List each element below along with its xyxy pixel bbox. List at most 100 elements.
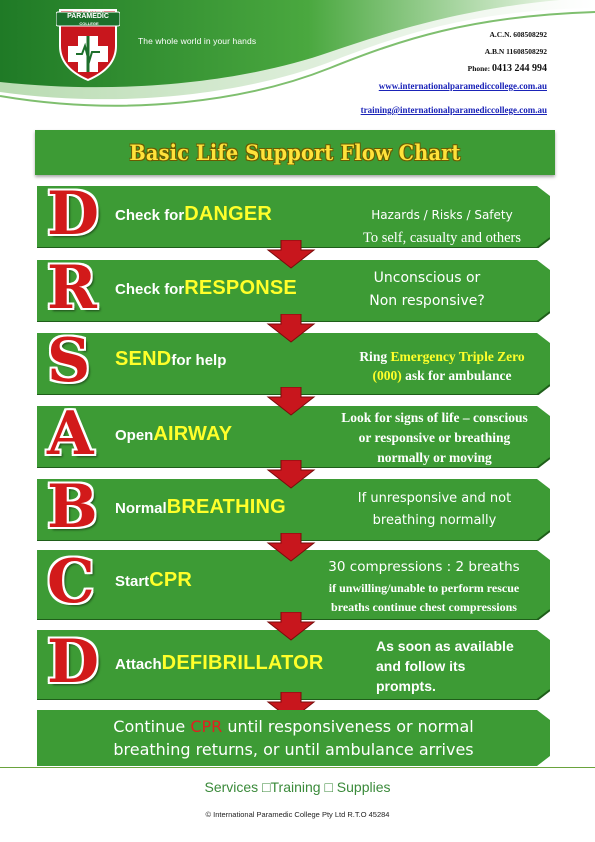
description-keyword: Emergency Triple Zero [390, 349, 525, 364]
step-band [37, 260, 550, 322]
description-line: (000) ask for ambulance [337, 366, 547, 385]
step-label-keyword: CPR [149, 569, 193, 591]
description-line: Unconscious or [373, 270, 481, 286]
step-letter: B [47, 472, 98, 542]
logo-text-top: INTERNATIONAL [72, 8, 106, 13]
description-line: To self, casualty and others [362, 230, 522, 246]
step-letter: A [47, 399, 94, 469]
step-description: Ring Emergency Triple Zero (000) ask for… [337, 347, 547, 385]
step-band [37, 406, 550, 468]
down-arrow-icon [266, 387, 316, 416]
step-band [37, 333, 550, 395]
step-label-keyword: BREATHING [166, 496, 286, 518]
banner-band [37, 710, 550, 766]
step-band [37, 630, 550, 700]
down-arrow-icon [266, 240, 316, 269]
copyright-line: © International Paramedic College Pty Lt… [205, 810, 390, 819]
phone-number: 0413 244 994 [492, 63, 547, 74]
step-description: Look for signs of life – conscious or re… [322, 408, 547, 468]
continue-cpr-banner: Continue CPR until responsiveness or nor… [37, 710, 550, 766]
description-line: If unresponsive and not [357, 491, 512, 506]
step-description: If unresponsive and not breathing normal… [337, 488, 532, 532]
acn-number: A.C.N. 608508292 [489, 30, 548, 39]
website-link[interactable]: www.internationalparamedic​college.com.a… [378, 81, 547, 91]
banner-line-2: breathing returns, or until ambulance ar… [113, 740, 474, 759]
step-band [37, 186, 550, 248]
description-line: Look for signs of life – conscious [341, 410, 528, 425]
step-label: Check for DANGER [115, 203, 272, 226]
step-label: Start CPR [115, 569, 192, 592]
step-send: S SEND for help Ring Emergency Triple Ze… [37, 326, 550, 396]
step-letter: D [47, 179, 100, 249]
step-label: Normal BREATHING [115, 496, 286, 519]
description-line: As soon as available [376, 638, 514, 654]
email-link[interactable]: training@internationalparamediccollege.c… [360, 105, 547, 115]
logo-text-bottom: COLLEGE [79, 21, 99, 26]
step-band [37, 479, 550, 541]
step-label: Check for RESPONSE [115, 277, 297, 300]
step-danger: D Check for DANGER Hazards / Risks / Saf… [37, 179, 550, 250]
step-label-prefix: Normal [115, 500, 167, 517]
step-label: SEND for help [115, 348, 226, 371]
description-line: prompts. [376, 678, 436, 694]
page-title: Basic Life Support Flow Chart [129, 140, 461, 165]
abn-number: A.B.N 11608508292 [484, 47, 547, 56]
step-airway: A Open AIRWAY Look for signs of life – c… [37, 399, 550, 469]
step-letter: R [47, 253, 97, 323]
step-letter: D [47, 627, 100, 697]
step-label-keyword: DANGER [184, 203, 273, 225]
banner-cpr-keyword: CPR [190, 716, 223, 736]
down-arrow-icon [266, 612, 316, 641]
step-description: Hazards / Risks / Safety To self, casual… [337, 204, 547, 250]
description-prefix: Ring [359, 349, 391, 364]
title-banner: Basic Life Support Flow Chart [35, 130, 555, 175]
step-label-prefix: Start [115, 573, 150, 590]
description-suffix: ask for ambulance [401, 368, 512, 383]
tagline: The whole world in your hands [138, 36, 257, 46]
step-label-keyword: RESPONSE [184, 277, 297, 299]
letterhead: INTERNATIONAL PARAMEDIC COLLEGE The whol… [0, 0, 595, 125]
description-keyword: (000) [372, 368, 402, 383]
header-wave-graphic [0, 0, 595, 107]
phone-label: Phone: [467, 64, 492, 73]
phone-line: Phone: 0413 244 994 [468, 63, 547, 74]
college-logo-shield [56, 9, 120, 82]
description-line: breaths continue chest compressions [331, 600, 517, 614]
banner-text-part: until responsiveness or normal [222, 716, 474, 736]
step-letter: C [47, 547, 95, 617]
step-breathing: B Normal BREATHING If unresponsive and n… [37, 472, 550, 542]
step-cpr: C Start CPR 30 compressions : 2 breaths … [37, 550, 550, 620]
description-line: breathing normally [372, 513, 497, 528]
step-label-prefix: Open [115, 427, 154, 444]
services-line: Services □Training □ Supplies [204, 779, 391, 795]
down-arrow-icon [266, 533, 316, 562]
description-line: if unwilling/unable to perform rescue [328, 581, 520, 595]
step-letter: S [47, 326, 91, 396]
step-label-keyword: SEND [115, 348, 172, 370]
description-line: normally or moving [377, 450, 492, 465]
down-arrow-icon [266, 460, 316, 489]
down-arrow-icon [266, 314, 316, 343]
description-line: Hazards / Risks / Safety [371, 208, 513, 222]
footer-divider [0, 767, 595, 768]
step-label-keyword: AIRWAY [153, 423, 233, 445]
step-defibrillator: D Attach DEFIBRILLATOR As soon as availa… [37, 630, 550, 700]
description-line: and follow its [376, 658, 466, 674]
step-label-keyword: DEFIBRILLATOR [161, 652, 324, 674]
step-label-prefix: Attach [115, 656, 162, 673]
step-description: Unconscious or Non responsive? [337, 267, 517, 313]
description-line: or responsive or breathing [358, 430, 511, 445]
step-description: 30 compressions : 2 breaths if unwilling… [299, 556, 549, 617]
description-line: Ring Emergency Triple Zero [337, 347, 547, 366]
banner-text: Continue CPR until responsiveness or nor… [37, 710, 550, 766]
step-label-suffix: for help [171, 352, 227, 369]
logo-text-main: PARAMEDIC [67, 13, 109, 20]
banner-text-part: Continue [113, 716, 191, 736]
step-label-prefix: Check for [115, 281, 185, 298]
step-description: As soon as available and follow its prom… [376, 636, 548, 696]
description-line: Non responsive? [369, 293, 485, 309]
banner-line-1: Continue CPR until responsiveness or nor… [113, 715, 473, 738]
step-label: Attach DEFIBRILLATOR [115, 652, 324, 675]
description-line: 30 compressions : 2 breaths [328, 559, 520, 575]
step-response: R Check for RESPONSE Unconscious or Non … [37, 253, 550, 323]
